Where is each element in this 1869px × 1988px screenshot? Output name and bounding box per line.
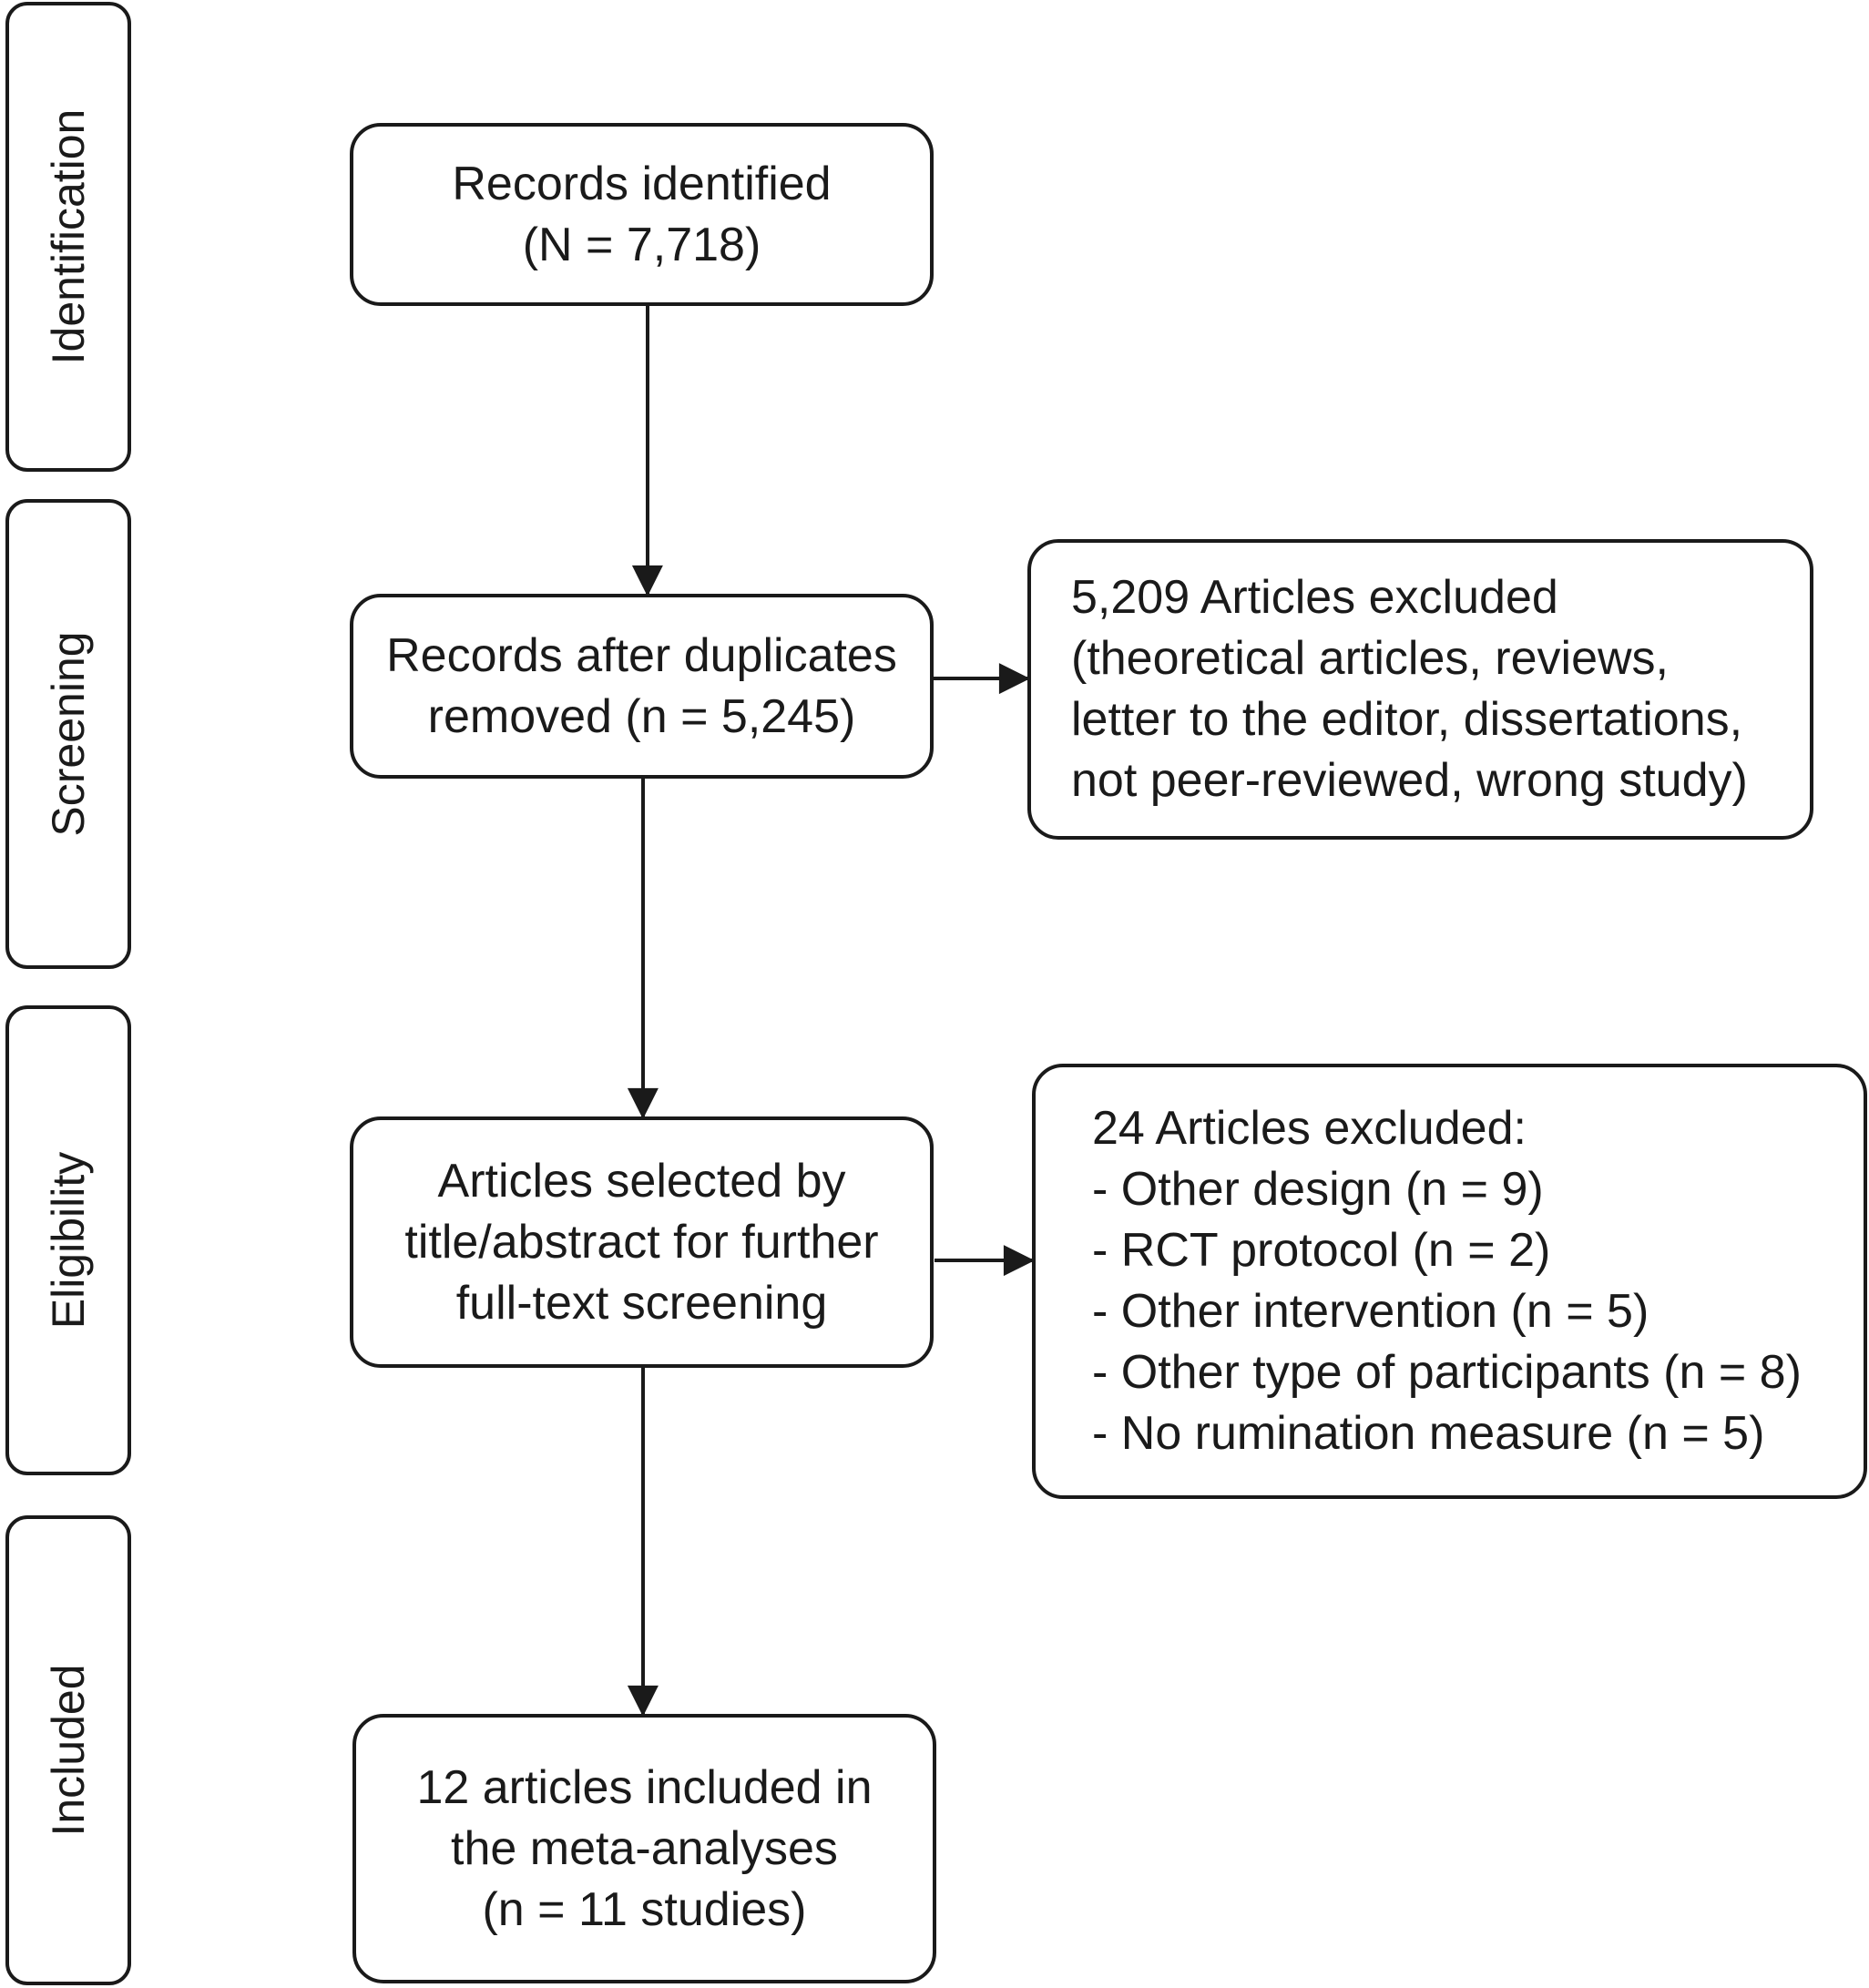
excluded-eligibility-line-5: - Other type of participants (n = 8) xyxy=(1092,1346,1802,1399)
excluded-eligibility-line-3: - RCT protocol (n = 2) xyxy=(1092,1224,1551,1277)
stage-identification-label: Identification xyxy=(43,108,94,365)
stage-eligibility-label: Eligibility xyxy=(43,1151,94,1330)
records-identified-line-2: (N = 7,718) xyxy=(522,218,761,271)
records-after-duplicates-box: Records after duplicates removed (n = 5,… xyxy=(350,594,934,779)
excluded-screening-box: 5,209 Articles excluded (theoretical art… xyxy=(1027,539,1813,840)
selected-line-2: title/abstract for further xyxy=(404,1215,879,1269)
excluded-eligibility-line-6: - No rumination measure (n = 5) xyxy=(1092,1407,1765,1460)
excluded-screening-line-2: (theoretical articles, reviews, xyxy=(1071,632,1669,685)
excluded-screening-line-3: letter to the editor, dissertations, xyxy=(1071,693,1743,746)
stage-included: Included xyxy=(5,1515,131,1985)
excluded-eligibility-line-4: - Other intervention (n = 5) xyxy=(1092,1285,1649,1338)
stage-screening: Screening xyxy=(5,499,131,969)
included-line-3: (n = 11 studies) xyxy=(482,1882,807,1936)
excluded-eligibility-line-1: 24 Articles excluded: xyxy=(1092,1102,1527,1155)
included-box: 12 articles included in the meta-analyse… xyxy=(352,1714,936,1983)
excluded-screening-line-1: 5,209 Articles excluded xyxy=(1071,571,1558,624)
excluded-eligibility-box: 24 Articles excluded: - Other design (n … xyxy=(1032,1064,1867,1499)
included-line-2: the meta-analyses xyxy=(451,1821,838,1875)
excluded-eligibility-line-2: - Other design (n = 9) xyxy=(1092,1163,1544,1216)
after-duplicates-line-1: Records after duplicates xyxy=(386,628,897,682)
selected-line-1: Articles selected by xyxy=(437,1154,846,1208)
selected-line-3: full-text screening xyxy=(455,1276,828,1330)
excluded-screening-line-4: not peer-reviewed, wrong study) xyxy=(1071,754,1748,807)
articles-selected-box: Articles selected by title/abstract for … xyxy=(350,1116,934,1368)
included-line-1: 12 articles included in xyxy=(416,1760,873,1814)
stage-included-label: Included xyxy=(43,1664,94,1837)
records-identified-line-1: Records identified xyxy=(452,157,832,210)
after-duplicates-line-2: removed (n = 5,245) xyxy=(427,689,856,743)
records-identified-box: Records identified (N = 7,718) xyxy=(350,123,934,306)
stage-identification: Identification xyxy=(5,2,131,472)
stage-screening-label: Screening xyxy=(43,631,94,837)
stage-eligibility: Eligibility xyxy=(5,1005,131,1475)
